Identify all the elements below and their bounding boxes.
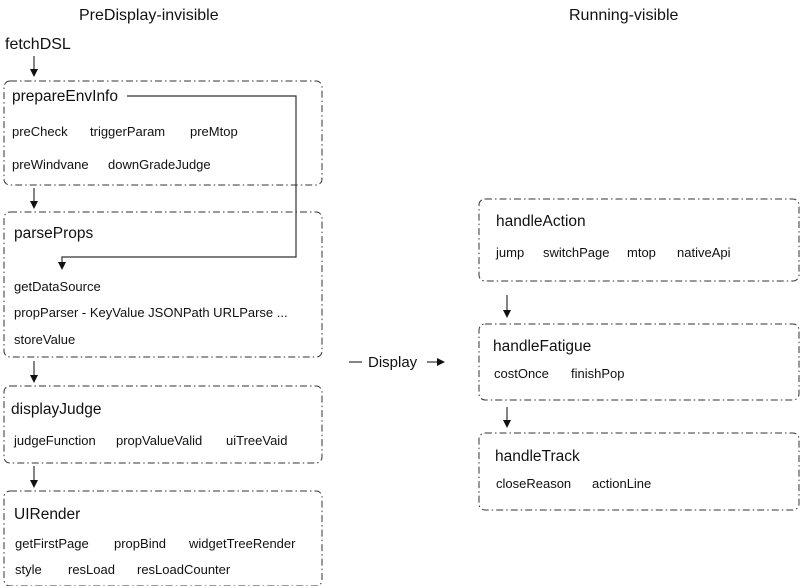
box-title-UIRender: UIRender — [14, 506, 81, 523]
item-judgeFunction: judgeFunction — [14, 433, 96, 448]
item-costOnce: costOnce — [494, 366, 549, 381]
box-displayJudge — [3, 385, 323, 464]
item-getFirstPage: getFirstPage — [15, 536, 89, 551]
item-preCheck: preCheck — [12, 124, 68, 139]
item-resLoadCounter: resLoadCounter — [137, 562, 231, 577]
transition-label-display: Display — [368, 354, 418, 371]
item-propParser: propParser - KeyValue JSONPath URLParse … — [14, 305, 288, 320]
item-nativeApi: nativeApi — [677, 245, 731, 260]
box-title-displayJudge: displayJudge — [11, 401, 102, 418]
item-downGradeJudge: downGradeJudge — [108, 157, 211, 172]
item-jump: jump — [496, 245, 525, 260]
box-title-handleTrack: handleTrack — [495, 448, 580, 465]
item-storeValue: storeValue — [14, 332, 76, 347]
section-title-running: Running-visible — [569, 7, 679, 24]
item-propValueValid: propValueValid — [116, 433, 203, 448]
item-style: style — [15, 562, 42, 577]
item-triggerParam: triggerParam — [90, 124, 166, 139]
item-widgetTreeRender: widgetTreeRender — [189, 536, 296, 551]
box-parseProps — [3, 211, 323, 358]
item-mtop: mtop — [627, 245, 656, 260]
item-actionLine: actionLine — [592, 476, 652, 491]
item-finishPop: finishPop — [571, 366, 625, 381]
item-resLoad: resLoad — [68, 562, 115, 577]
box-title-parseProps: parseProps — [14, 225, 94, 242]
box-title-handleFatigue: handleFatigue — [493, 338, 592, 355]
box-handleTrack — [478, 432, 800, 511]
box-handleAction — [478, 198, 800, 282]
item-getDataSource: getDataSource — [14, 279, 101, 294]
item-switchPage: switchPage — [543, 245, 610, 260]
section-title-predisplay: PreDisplay-invisible — [79, 7, 219, 24]
box-title-prepareEnvInfo: prepareEnvInfo — [12, 88, 118, 105]
item-preMtop: preMtop — [190, 124, 238, 139]
item-closeReason: closeReason — [496, 476, 572, 491]
connector-prepareEnvInfo-to-getDataSource — [58, 95, 297, 270]
item-preWindvane: preWindvane — [12, 157, 89, 172]
box-handleFatigue — [478, 323, 800, 401]
item-propBind: propBind — [114, 536, 167, 551]
item-uiTreeVaid: uiTreeVaid — [226, 433, 288, 448]
box-UIRender — [3, 490, 323, 586]
node-fetchDSL: fetchDSL — [5, 36, 71, 53]
box-title-handleAction: handleAction — [496, 213, 586, 230]
box-prepareEnvInfo — [3, 80, 323, 186]
